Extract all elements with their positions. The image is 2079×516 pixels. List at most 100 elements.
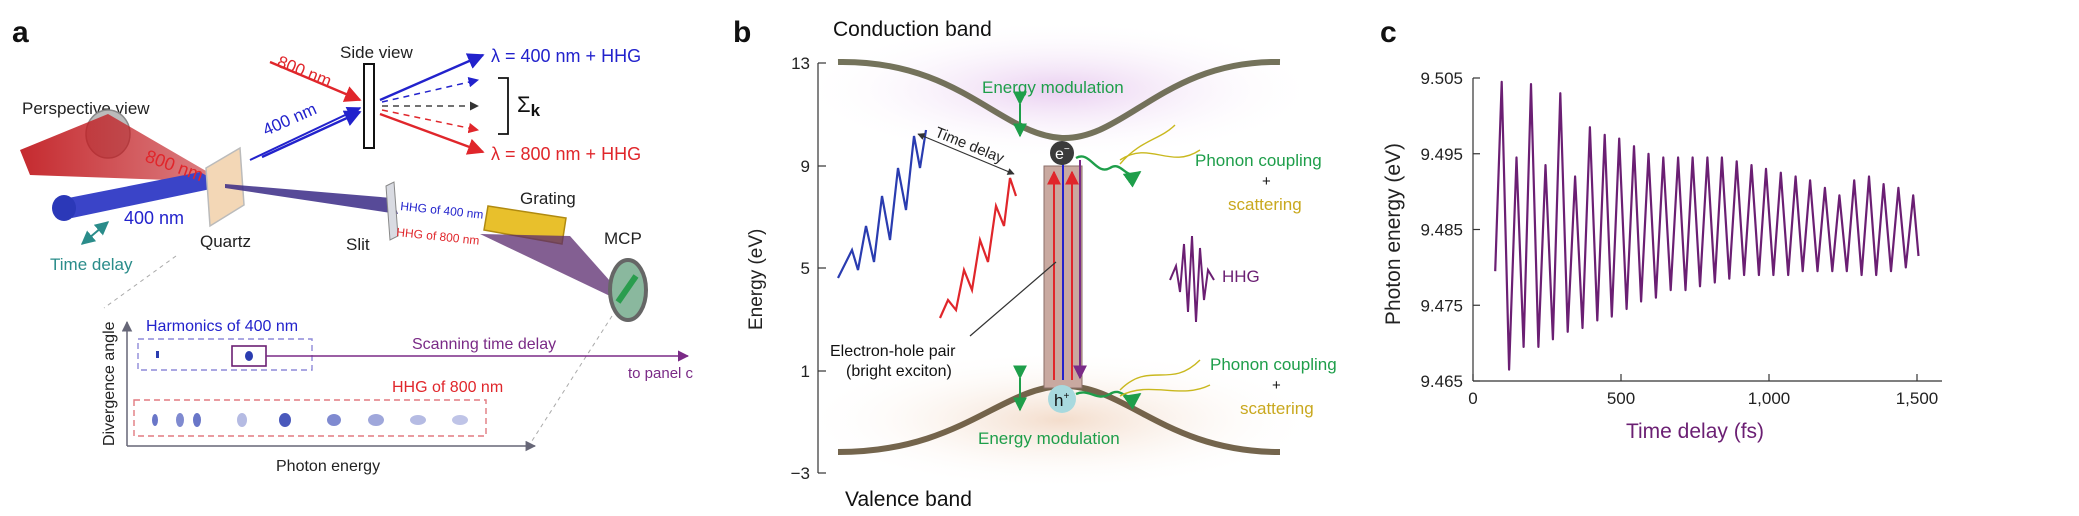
time-delay-arrow-b: [917, 133, 1015, 175]
hhg-800-box: [133, 399, 487, 437]
conduction-band-label: Conduction band: [833, 18, 992, 41]
energy-tick-label: 9: [801, 157, 810, 176]
chart-x-tick-label: 1,500: [1896, 389, 1939, 408]
hhg-800-spot: [152, 414, 158, 426]
panel-b-letter: b: [733, 16, 751, 49]
perspective-400-label: 400 nm: [124, 208, 184, 228]
blue-out-beam: [249, 107, 362, 161]
hhg-800-spot: [176, 413, 184, 427]
panel-a-letter: a: [12, 16, 29, 49]
lambda-400-label: λ = 400 nm + HHG: [491, 46, 641, 66]
side-view-crystal: [363, 63, 375, 149]
chart-y-axis-label: Photon energy (eV): [1382, 143, 1405, 325]
plus-bottom-label: +: [1272, 377, 1281, 394]
scattering-bottom-label: scattering: [1240, 399, 1314, 418]
hhg-pulse: [1169, 235, 1215, 323]
panel-c-letter: c: [1380, 16, 1397, 49]
sum-bracket: [498, 77, 509, 135]
panel-b: b Conduction band Valence band 13 9 5 1 …: [733, 16, 1337, 511]
energy-tick-label: 13: [791, 54, 810, 73]
sum-k-label: Σk: [517, 92, 541, 120]
side-view-label: Side view: [340, 43, 413, 62]
phonon-coupling-top-label: Phonon coupling: [1195, 151, 1322, 170]
hhg-800-spot: [193, 413, 201, 427]
electron-label: e−: [1055, 144, 1070, 163]
side-red-beam-in: [269, 60, 362, 102]
scanning-time-delay-label: Scanning time delay: [412, 336, 556, 353]
chart-series-line: [1494, 80, 1920, 371]
hhg-800-spot: [237, 413, 247, 427]
side-800-label: 800 nm: [275, 52, 335, 91]
to-panel-c-label: to panel c: [628, 365, 694, 382]
phonon-coupling-bottom-label: Phonon coupling: [1210, 355, 1337, 374]
time-delay-double-arrow: [80, 221, 110, 245]
hhg-800-label: HHG of 800 nm: [392, 379, 503, 396]
harmonics-400-label: Harmonics of 400 nm: [146, 318, 298, 335]
blue-beam-end: [52, 195, 76, 221]
quartz-label: Quartz: [200, 232, 251, 251]
side-blue-beam-in: [261, 110, 362, 159]
chart-x-tick-label: 1,000: [1748, 389, 1791, 408]
harmonic-400-spot-1: [156, 351, 159, 358]
divergence-angle-label: Divergence angle: [101, 321, 118, 446]
scattering-top-label: scattering: [1228, 195, 1302, 214]
mcp-label: MCP: [604, 229, 642, 248]
chart-y-tick-label: 9.475: [1420, 296, 1463, 315]
hhg-400-slit-label: HHG of 400 nm: [400, 199, 484, 222]
blue-beam-perspective: [58, 172, 225, 218]
energy-tick-label: 5: [801, 259, 810, 278]
pair-pointer: [969, 261, 1057, 337]
mcp-stripe: [615, 274, 639, 304]
plus-top-label: +: [1262, 173, 1271, 190]
side-out-dash-3: [381, 109, 480, 134]
hhg-label: HHG: [1222, 267, 1260, 286]
photon-energy-label: Photon energy: [276, 458, 380, 475]
energy-tick-label: 1: [801, 362, 810, 381]
scattering-wave-bottom-2: [1119, 384, 1211, 397]
hole-particle: [1048, 385, 1076, 413]
red-beam-perspective: [20, 114, 225, 182]
harmonics-400-box: [137, 338, 313, 371]
conduction-band-curve: [837, 58, 1281, 142]
perspective-view-label: Perspective view: [22, 99, 150, 118]
hhg-800-spot: [279, 413, 291, 427]
hhg-800-spot: [327, 414, 341, 426]
scattering-wave-bottom-1: [1119, 359, 1201, 391]
lambda-800-label: λ = 800 nm + HHG: [491, 144, 641, 164]
grating-label: Grating: [520, 189, 576, 208]
phonon-wave-bottom: [1075, 390, 1142, 410]
electron-hole-pair-label: Electron-hole pair: [830, 343, 956, 360]
slit: [385, 181, 399, 241]
dispersed-beam: [480, 234, 618, 296]
electron-particle: [1050, 141, 1074, 165]
hhg-800-spot: [368, 414, 384, 426]
time-delay-label-a: Time delay: [50, 255, 133, 274]
valence-glow: [800, 350, 1320, 490]
red-pulse: [938, 177, 1018, 319]
hhg-800-spot: [410, 415, 426, 425]
conduction-glow: [800, 20, 1320, 160]
hhg-800-spot: [452, 415, 468, 425]
chart-y-tick-label: 9.465: [1420, 372, 1463, 391]
panel-a: a Side view 800 nm 400 nm Σk λ = 400 nm …: [12, 16, 694, 475]
energy-modulation-bottom-label: Energy modulation: [978, 429, 1120, 448]
chart-y-tick-label: 9.495: [1420, 145, 1463, 164]
energy-tick-labels: 13 9 5 1 −3: [791, 54, 810, 483]
phonon-wave-top: [1075, 155, 1142, 188]
energy-modulation-top-label: Energy modulation: [982, 78, 1124, 97]
harmonic-400-spot-2: [245, 351, 253, 361]
valence-band-label: Valence band: [845, 488, 972, 511]
energy-axis-label: Energy (eV): [746, 229, 767, 330]
chart-x-axis-label: Time delay (fs): [1626, 420, 1764, 443]
hhg-beam-cone: [225, 184, 398, 214]
energy-ticks: [818, 62, 826, 474]
hhg-800-slit-label: HHG of 800 nm: [396, 225, 480, 248]
chart-y-tick-label: 9.505: [1420, 69, 1463, 88]
side-out-dash-1: [381, 76, 480, 103]
blue-pulse: [837, 129, 928, 279]
projection-line-1: [103, 255, 177, 309]
hole-label: h+: [1054, 391, 1069, 410]
